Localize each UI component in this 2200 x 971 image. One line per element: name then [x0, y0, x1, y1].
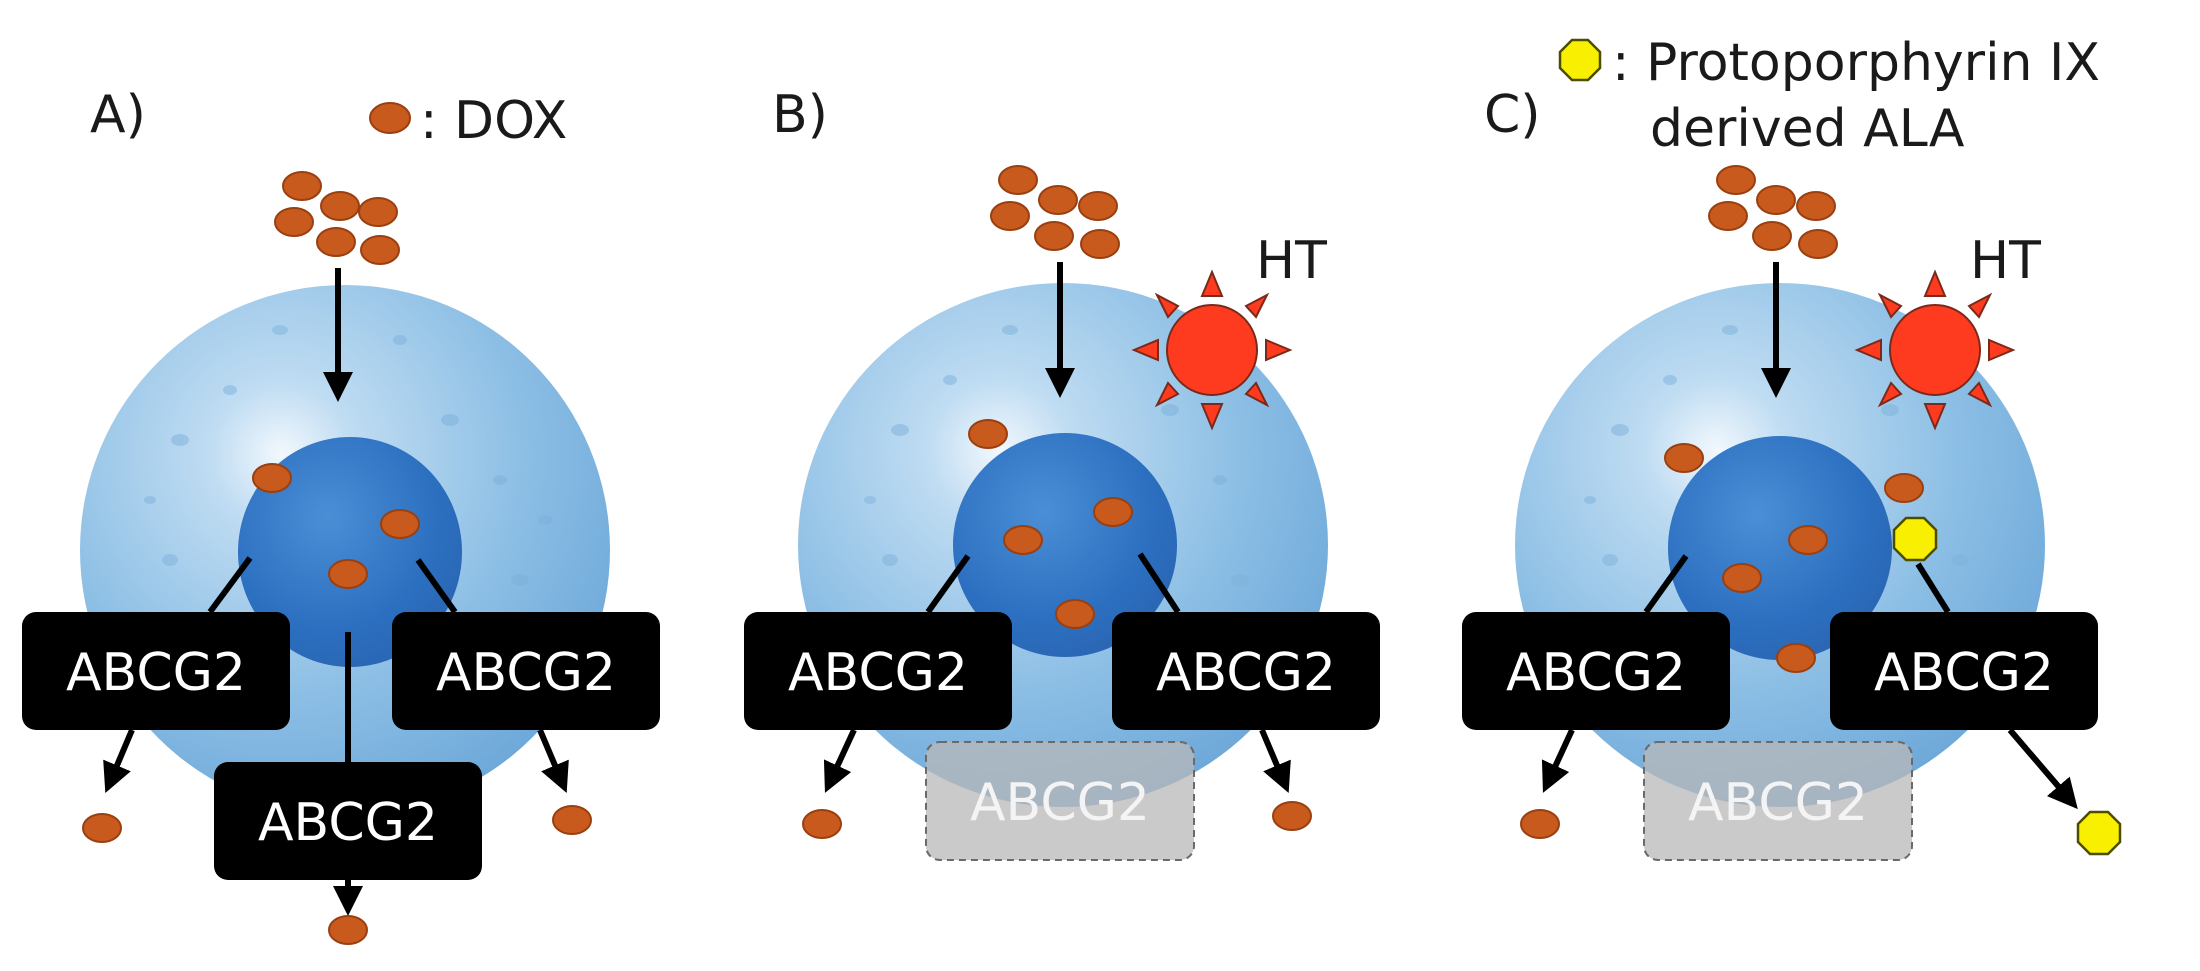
- dox-molecule: [552, 805, 592, 835]
- dox-molecule: [1080, 229, 1120, 259]
- efflux-path: [1137, 552, 1181, 614]
- efflux-path: [1915, 562, 1951, 614]
- abcg2-transporter-inactive: ABCG2: [925, 741, 1195, 861]
- ppix-legend-line1: : Protoporphyrin IX: [1612, 33, 2100, 93]
- efflux-path: [207, 556, 253, 614]
- dox-molecule: [1272, 801, 1312, 831]
- heat-sun-icon: [1854, 269, 2016, 431]
- efflux-arrow: [823, 728, 857, 793]
- dox-molecule: [802, 809, 842, 839]
- dox-molecule: [1756, 185, 1796, 215]
- dox-molecule: [358, 197, 398, 227]
- abcg2-transporter: ABCG2: [22, 612, 290, 730]
- dox-molecule: [82, 813, 122, 843]
- efflux-arrow: [103, 728, 135, 794]
- heat-label: HT: [1970, 231, 2041, 291]
- transporter-label: ABCG2: [1688, 773, 1868, 833]
- efflux-path: [1643, 554, 1689, 614]
- dox-molecule: [1788, 525, 1828, 555]
- dox-molecule: [316, 227, 356, 257]
- dox-molecule: [1093, 497, 1133, 527]
- transporter-label: ABCG2: [436, 643, 616, 703]
- cell-texture: [1584, 325, 1969, 566]
- transporter-label: ABCG2: [66, 643, 246, 703]
- dox-molecule: [1716, 165, 1756, 195]
- transporter-label: ABCG2: [970, 773, 1150, 833]
- dox-molecule: [998, 165, 1038, 195]
- dox-molecule: [360, 235, 400, 265]
- cell-texture: [864, 325, 1249, 586]
- cell-texture: [144, 325, 552, 586]
- panel-label: A): [90, 85, 146, 145]
- dox-molecule: [282, 171, 322, 201]
- transporter-label: ABCG2: [1874, 643, 2054, 703]
- abcg2-transporter: ABCG2: [744, 612, 1012, 730]
- dox-molecule: [1752, 221, 1792, 251]
- dox-molecule: [1722, 563, 1762, 593]
- nucleus: [1668, 436, 1892, 660]
- dox-molecule: [990, 201, 1030, 231]
- nucleus: [953, 433, 1177, 657]
- panel-label: B): [772, 85, 828, 145]
- heat-label: HT: [1256, 231, 1327, 291]
- dox-molecule: [1055, 599, 1095, 629]
- abcg2-transporter: ABCG2: [392, 612, 660, 730]
- transporter-label: ABCG2: [258, 793, 438, 853]
- ppix-legend: : Protoporphyrin IX derived ALA: [1558, 33, 2100, 159]
- dox-molecule: [252, 463, 292, 493]
- dox-cluster: [1708, 165, 1838, 259]
- dox-molecule: [328, 915, 368, 945]
- abcg2-transporter: ABCG2: [1112, 612, 1380, 730]
- dox-molecule: [274, 207, 314, 237]
- dox-molecule: [1003, 525, 1043, 555]
- dox-molecule: [1034, 221, 1074, 251]
- dox-molecule: [1708, 201, 1748, 231]
- panel-c: C) : Protoporphyrin IX derived ALA: [1462, 33, 2122, 861]
- abcg2-transporter: ABCG2: [1830, 612, 2098, 730]
- dox-molecule: [1776, 643, 1816, 673]
- dox-molecule: [1038, 185, 1078, 215]
- ppix-molecule: [2076, 810, 2122, 856]
- dox-cluster: [990, 165, 1120, 259]
- panel-label: C): [1484, 85, 1541, 145]
- efflux-arrow: [537, 728, 569, 794]
- dox-molecule: [1664, 443, 1704, 473]
- dox-legend-label: : DOX: [420, 91, 567, 151]
- dox-molecule: [968, 419, 1008, 449]
- ppix-legend-line2: derived ALA: [1650, 99, 1965, 159]
- efflux-arrow: [1259, 728, 1291, 794]
- heat-sun-icon: [1131, 269, 1293, 431]
- dox-molecule: [1078, 191, 1118, 221]
- abcg2-transporter: ABCG2: [214, 762, 482, 880]
- efflux-path: [415, 558, 458, 614]
- ppix-molecule: [1892, 516, 1938, 562]
- efflux-path: [925, 554, 971, 614]
- dox-molecule: [1798, 229, 1838, 259]
- transporter-label: ABCG2: [1506, 643, 1686, 703]
- efflux-arrow: [1541, 728, 1575, 793]
- dox-cluster: [274, 171, 400, 265]
- dox-legend-icon: [369, 102, 411, 134]
- transporter-label: ABCG2: [1156, 643, 1336, 703]
- transporter-label: ABCG2: [788, 643, 968, 703]
- nucleus: [238, 437, 462, 667]
- abcg2-transporter: ABCG2: [1462, 612, 1730, 730]
- efflux-arrow: [2007, 728, 2078, 810]
- dox-molecule: [1796, 191, 1836, 221]
- dox-molecule: [328, 559, 368, 589]
- dox-legend: : DOX: [369, 91, 567, 151]
- ppix-legend-icon: [1558, 38, 1602, 82]
- dox-molecule: [1520, 809, 1560, 839]
- dox-molecule: [320, 191, 360, 221]
- panel-b: B): [744, 85, 1380, 861]
- dox-molecule: [1884, 473, 1924, 503]
- panel-a: A) : DOX: [22, 85, 660, 945]
- abcg2-transporter-inactive: ABCG2: [1643, 741, 1913, 861]
- dox-molecule: [380, 509, 420, 539]
